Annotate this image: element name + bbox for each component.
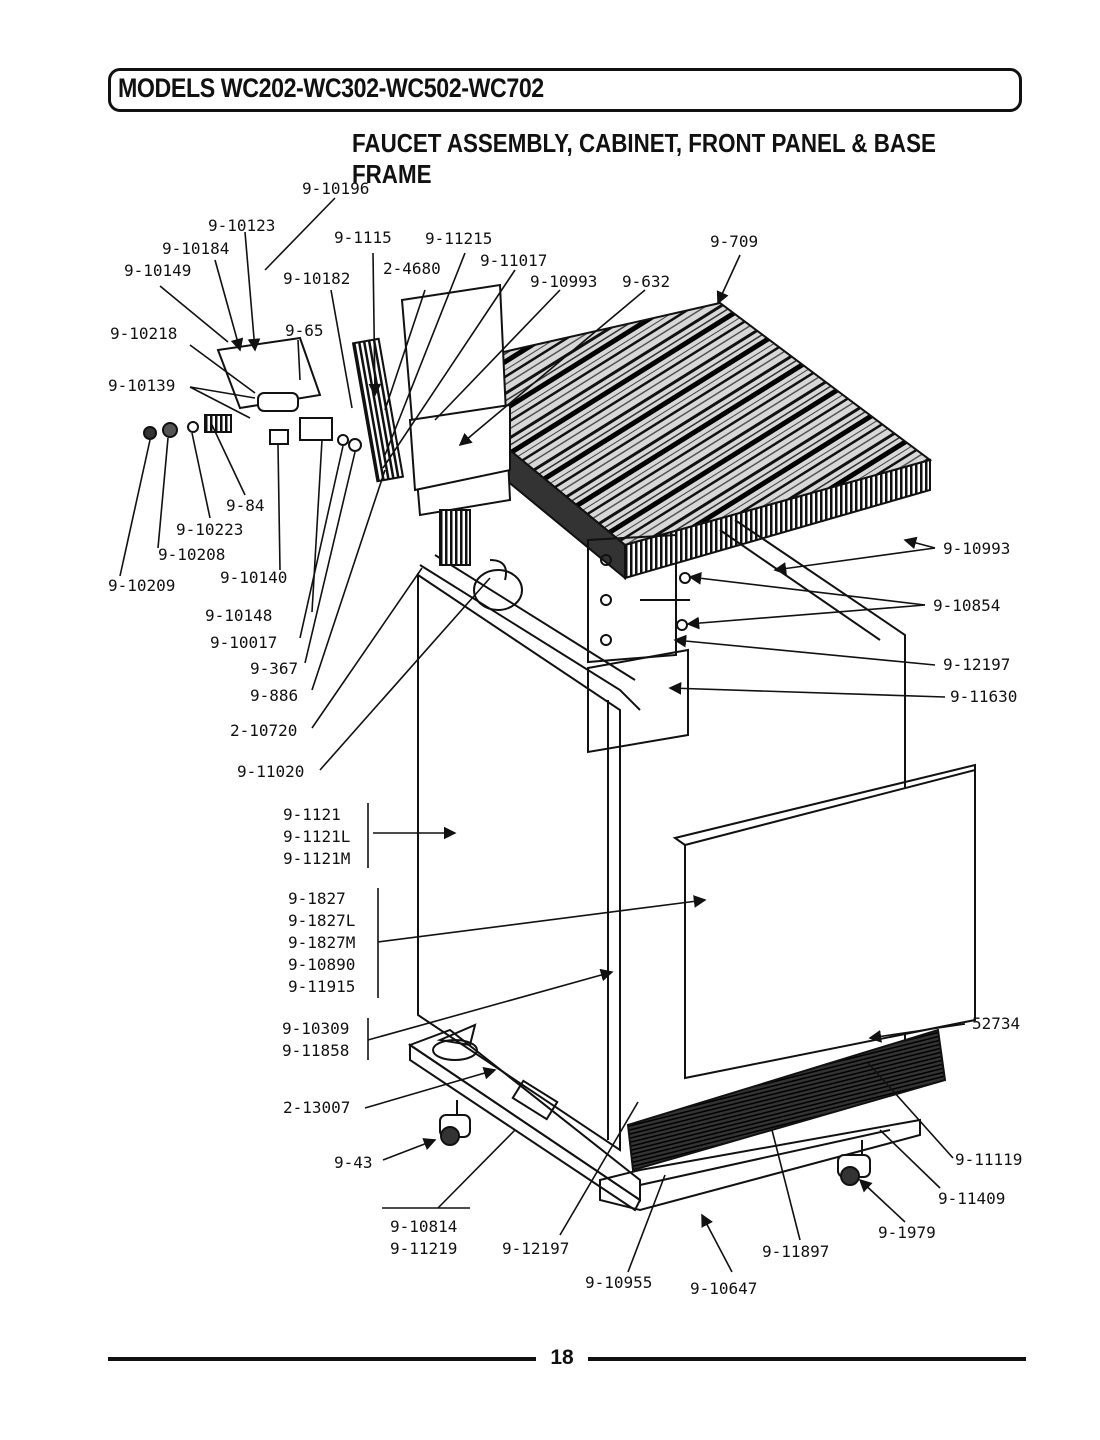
part-label: 9-10017 bbox=[210, 633, 278, 652]
insulation-panel bbox=[587, 648, 689, 754]
part-label: 9-11409 bbox=[938, 1189, 1006, 1208]
part-label: 9-10309 bbox=[282, 1019, 350, 1038]
part-label: 9-1827L bbox=[288, 911, 356, 930]
part-label: 9-11017 bbox=[480, 251, 548, 270]
part-label: 9-1121L bbox=[283, 827, 351, 846]
part-label: 52734 bbox=[972, 1014, 1021, 1033]
part-label: 9-84 bbox=[226, 496, 265, 515]
page-subtitle: FAUCET ASSEMBLY, CABINET, FRONT PANEL & … bbox=[352, 128, 936, 189]
part-label: 9-12197 bbox=[502, 1239, 570, 1258]
page-number: 18 bbox=[550, 1346, 574, 1369]
part-label: 9-11020 bbox=[237, 762, 305, 781]
footer-rule-right bbox=[588, 1357, 1026, 1361]
part-label: 9-10208 bbox=[158, 545, 226, 564]
part-label: 9-10123 bbox=[208, 216, 276, 235]
part-label: 9-11858 bbox=[282, 1041, 350, 1060]
part-label: 9-10223 bbox=[176, 520, 244, 539]
front-panel bbox=[672, 763, 976, 1080]
part-label: 9-10148 bbox=[205, 606, 273, 625]
part-label: 9-65 bbox=[285, 321, 324, 340]
part-label: 9-632 bbox=[622, 272, 671, 291]
part-label: 9-11915 bbox=[288, 977, 356, 996]
part-label: 9-11215 bbox=[425, 229, 493, 248]
part-label: 9-10196 bbox=[302, 179, 370, 198]
part-label: 2-13007 bbox=[283, 1098, 351, 1117]
base-frame bbox=[407, 1023, 921, 1212]
part-label: 9-10647 bbox=[690, 1279, 758, 1298]
kick-plate bbox=[626, 1028, 947, 1172]
part-label: 9-10140 bbox=[220, 568, 288, 587]
part-label: 2-10720 bbox=[230, 721, 298, 740]
part-label: 2-4680 bbox=[383, 259, 441, 278]
part-label: 9-10890 bbox=[288, 955, 356, 974]
part-label: 9-10993 bbox=[530, 272, 598, 291]
part-label: 9-1827 bbox=[288, 889, 346, 908]
part-label: 9-11219 bbox=[390, 1239, 458, 1258]
part-label: 9-709 bbox=[710, 232, 759, 251]
title-frame bbox=[108, 68, 1022, 112]
mounting-plate bbox=[587, 533, 691, 664]
part-label: 9-1827M bbox=[288, 933, 356, 952]
side-panel bbox=[417, 573, 621, 1152]
part-label: 9-10182 bbox=[283, 269, 351, 288]
part-label: 9-367 bbox=[250, 659, 299, 678]
part-label: 9-886 bbox=[250, 686, 299, 705]
kick-plate-rail bbox=[639, 1129, 891, 1186]
part-label: 9-10814 bbox=[390, 1217, 458, 1236]
part-label: 9-10149 bbox=[124, 261, 192, 280]
part-label: 9-43 bbox=[334, 1153, 373, 1172]
footer-rule-left bbox=[108, 1357, 536, 1361]
part-label: 9-10218 bbox=[110, 324, 178, 343]
caster-left bbox=[439, 1100, 471, 1146]
part-label: 9-1979 bbox=[878, 1223, 936, 1242]
part-label: 9-11897 bbox=[762, 1242, 830, 1261]
page-title: MODELS WC202-WC302-WC502-WC702 bbox=[118, 73, 544, 103]
part-label: 9-12197 bbox=[943, 655, 1011, 674]
leader-lines bbox=[119, 197, 966, 1273]
part-label: 9-1115 bbox=[334, 228, 392, 247]
part-label: 9-10139 bbox=[108, 376, 176, 395]
part-label: 9-11119 bbox=[955, 1150, 1023, 1169]
part-label: 9-1121 bbox=[283, 805, 341, 824]
part-label: 9-10854 bbox=[933, 596, 1001, 615]
part-label: 9-10955 bbox=[585, 1273, 653, 1292]
part-label: 9-1121M bbox=[283, 849, 351, 868]
part-label: 9-11630 bbox=[950, 687, 1018, 706]
part-label: 9-10209 bbox=[108, 576, 176, 595]
part-label: 9-10993 bbox=[943, 539, 1011, 558]
part-label: 9-10184 bbox=[162, 239, 230, 258]
caster-right bbox=[837, 1140, 871, 1186]
